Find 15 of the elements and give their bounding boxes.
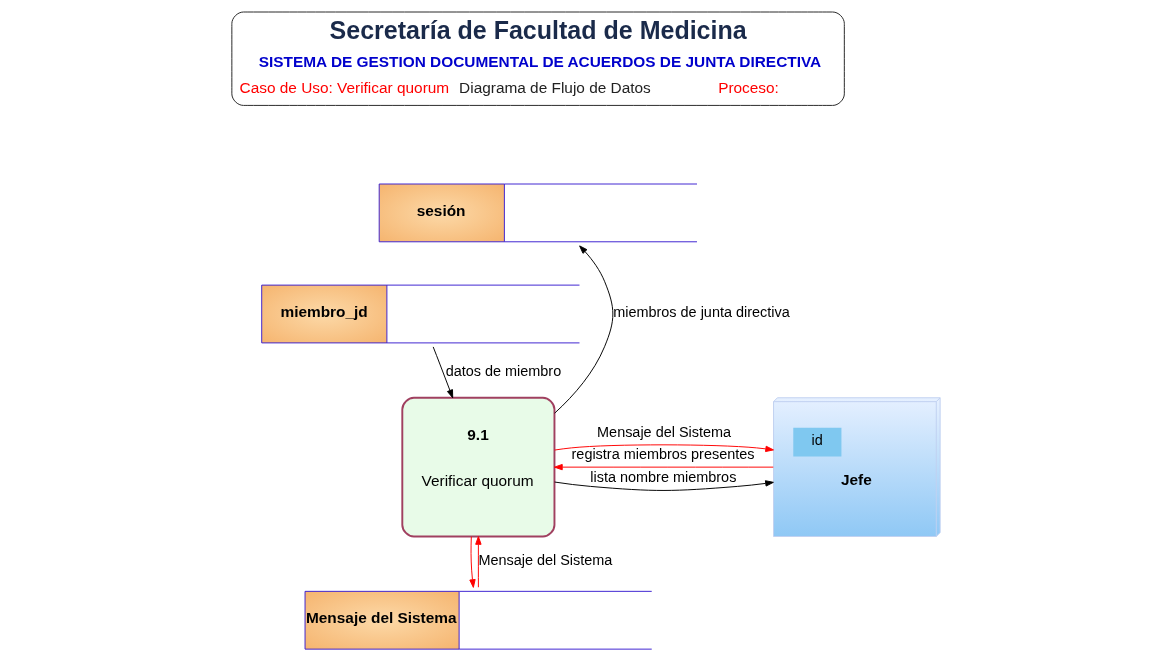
edge-label: Mensaje del Sistema [477,552,612,569]
node-box: 9.1 Verificar quorum [400,396,555,538]
arrow [553,463,774,471]
node-box: Secretaría de Facultad de Medicina SISTEMA DE GESTION DOCUMENTAL DE ACUERDOS DE JUNTA DIRECTIVA Caso de Uso: Verificar quorum Diagrama de Flujo de Datos Proceso: [230,11,845,106]
edge-label: lista nombre miembros [589,468,736,485]
arrow [553,245,613,414]
edge-label: miembros de junta directiva [612,304,790,321]
edge-label: datos de miembro [445,362,561,379]
arrow [553,444,774,453]
arrow [553,480,774,491]
arrow [474,536,482,588]
edge-label: registra miembros presentes [571,446,755,463]
arrow [468,536,476,588]
arrow [432,346,453,399]
edge-label: Mensaje del Sistema [596,424,731,441]
